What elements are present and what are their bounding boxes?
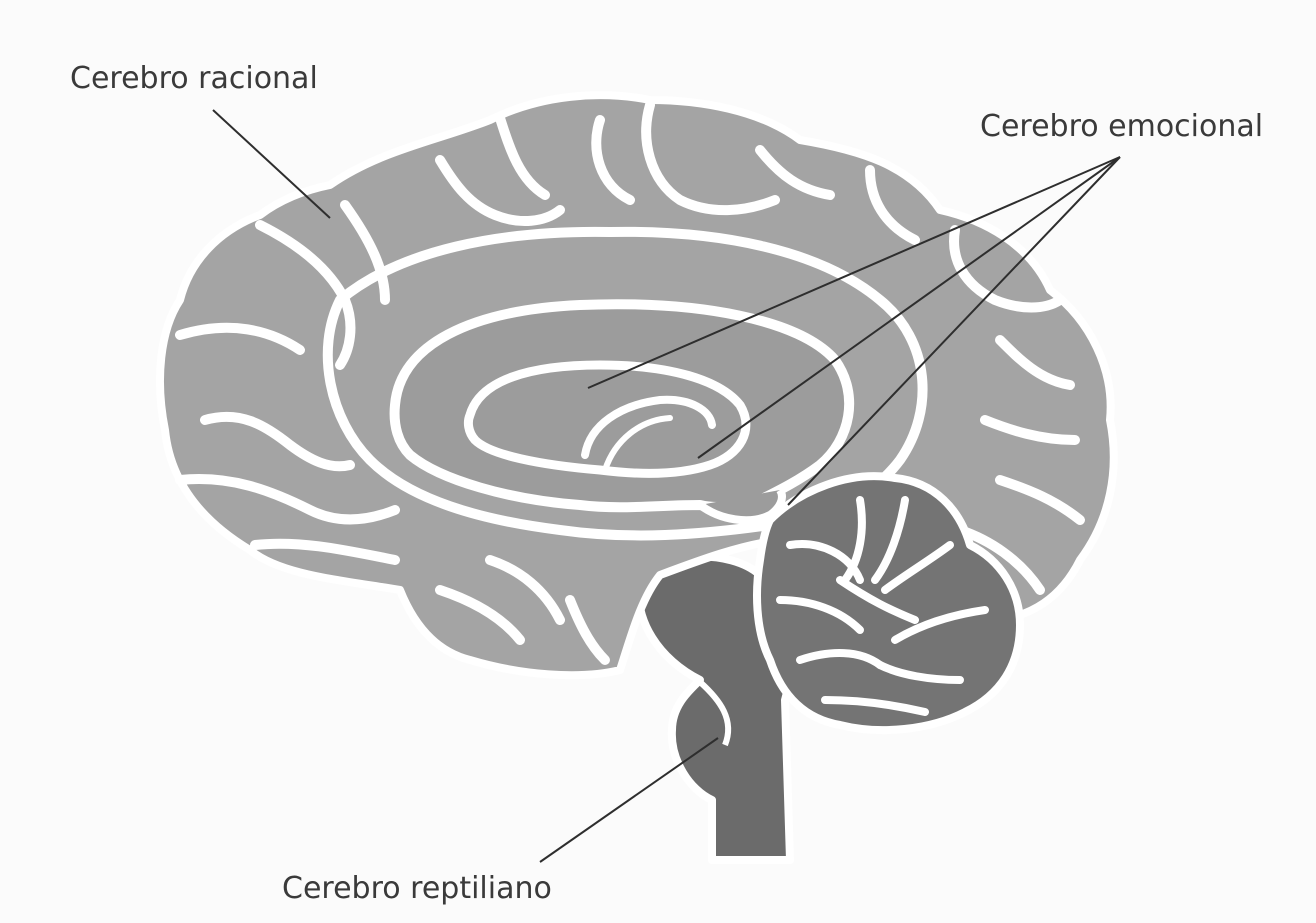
label-rational-brain: Cerebro racional [70, 61, 318, 96]
leader-line-rational [213, 110, 330, 218]
label-reptilian-brain: Cerebro reptiliano [282, 871, 552, 906]
leader-line-reptilian [540, 738, 718, 862]
label-emotional-brain: Cerebro emocional [980, 109, 1263, 144]
